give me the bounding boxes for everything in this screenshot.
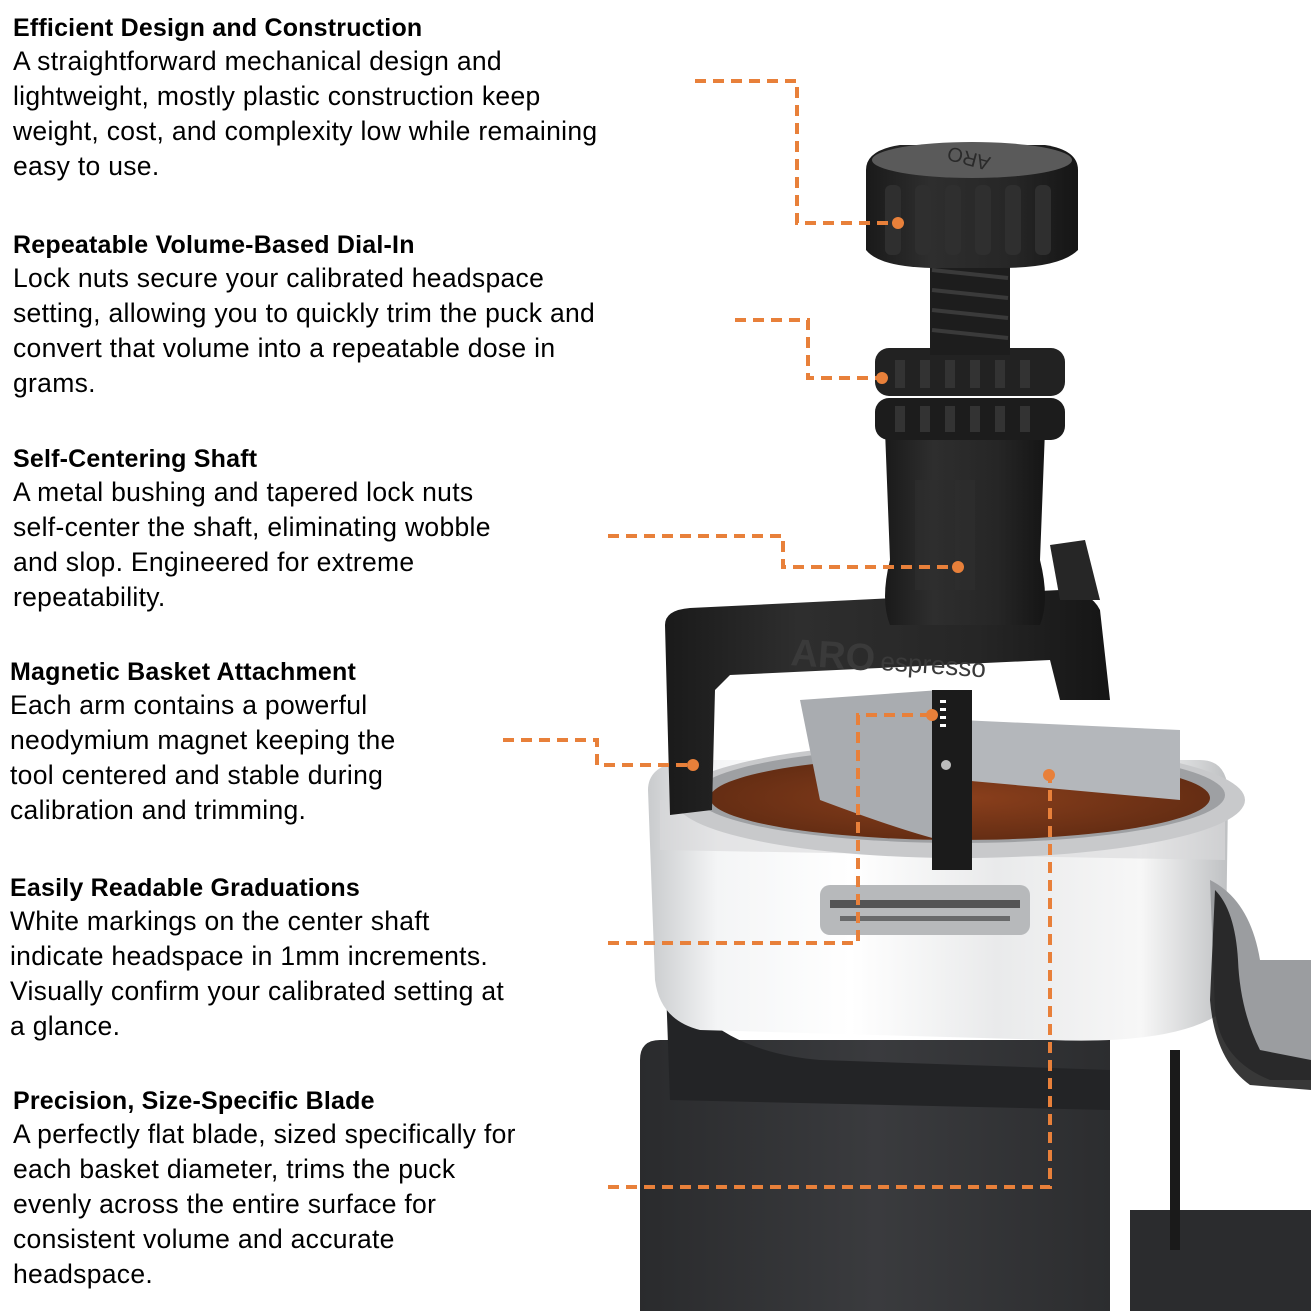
feature-title: Magnetic Basket Attachment <box>10 658 357 686</box>
feature-title: Easily Readable Graduations <box>10 874 360 902</box>
feature-precision-blade: Precision, Size-Specific Blade A perfect… <box>13 1085 733 1292</box>
callout-dot-magnet <box>687 759 699 771</box>
feature-repeatable-dial-in: Repeatable Volume-Based Dial-In Lock nut… <box>13 229 733 401</box>
callout-line-dial-in <box>735 318 878 380</box>
callout-dot-blade <box>1043 769 1055 781</box>
feature-body: A perfectly flat blade, sized specifical… <box>13 1119 516 1289</box>
callout-line-graduations <box>608 713 928 945</box>
callout-line-blade <box>608 779 1052 1189</box>
feature-readable-graduations: Easily Readable Graduations White markin… <box>10 872 730 1044</box>
callout-line-design <box>695 79 894 225</box>
callout-dot-graduations <box>926 709 938 721</box>
callout-line-magnet <box>503 738 689 767</box>
feature-magnetic-attachment: Magnetic Basket Attachment Each arm cont… <box>10 656 730 828</box>
feature-body: Each arm contains a powerful neodymium m… <box>10 690 396 825</box>
feature-title: Self-Centering Shaft <box>13 445 258 473</box>
callout-dot-design <box>892 217 904 229</box>
callout-dot-shaft <box>952 561 964 573</box>
callout-dot-dial-in <box>876 372 888 384</box>
feature-body: A metal bushing and tapered lock nuts se… <box>13 477 491 612</box>
feature-body: White markings on the center shaft indic… <box>10 906 505 1041</box>
feature-self-centering-shaft: Self-Centering Shaft A metal bushing and… <box>13 443 733 615</box>
feature-title: Precision, Size-Specific Blade <box>13 1087 375 1115</box>
feature-efficient-design: Efficient Design and Construction A stra… <box>13 12 733 184</box>
feature-body: Lock nuts secure your calibrated headspa… <box>13 263 596 398</box>
feature-title: Repeatable Volume-Based Dial-In <box>13 231 415 259</box>
callout-line-shaft <box>608 534 954 569</box>
feature-body: A straightforward mechanical design and … <box>13 46 598 181</box>
feature-title: Efficient Design and Construction <box>13 14 423 42</box>
